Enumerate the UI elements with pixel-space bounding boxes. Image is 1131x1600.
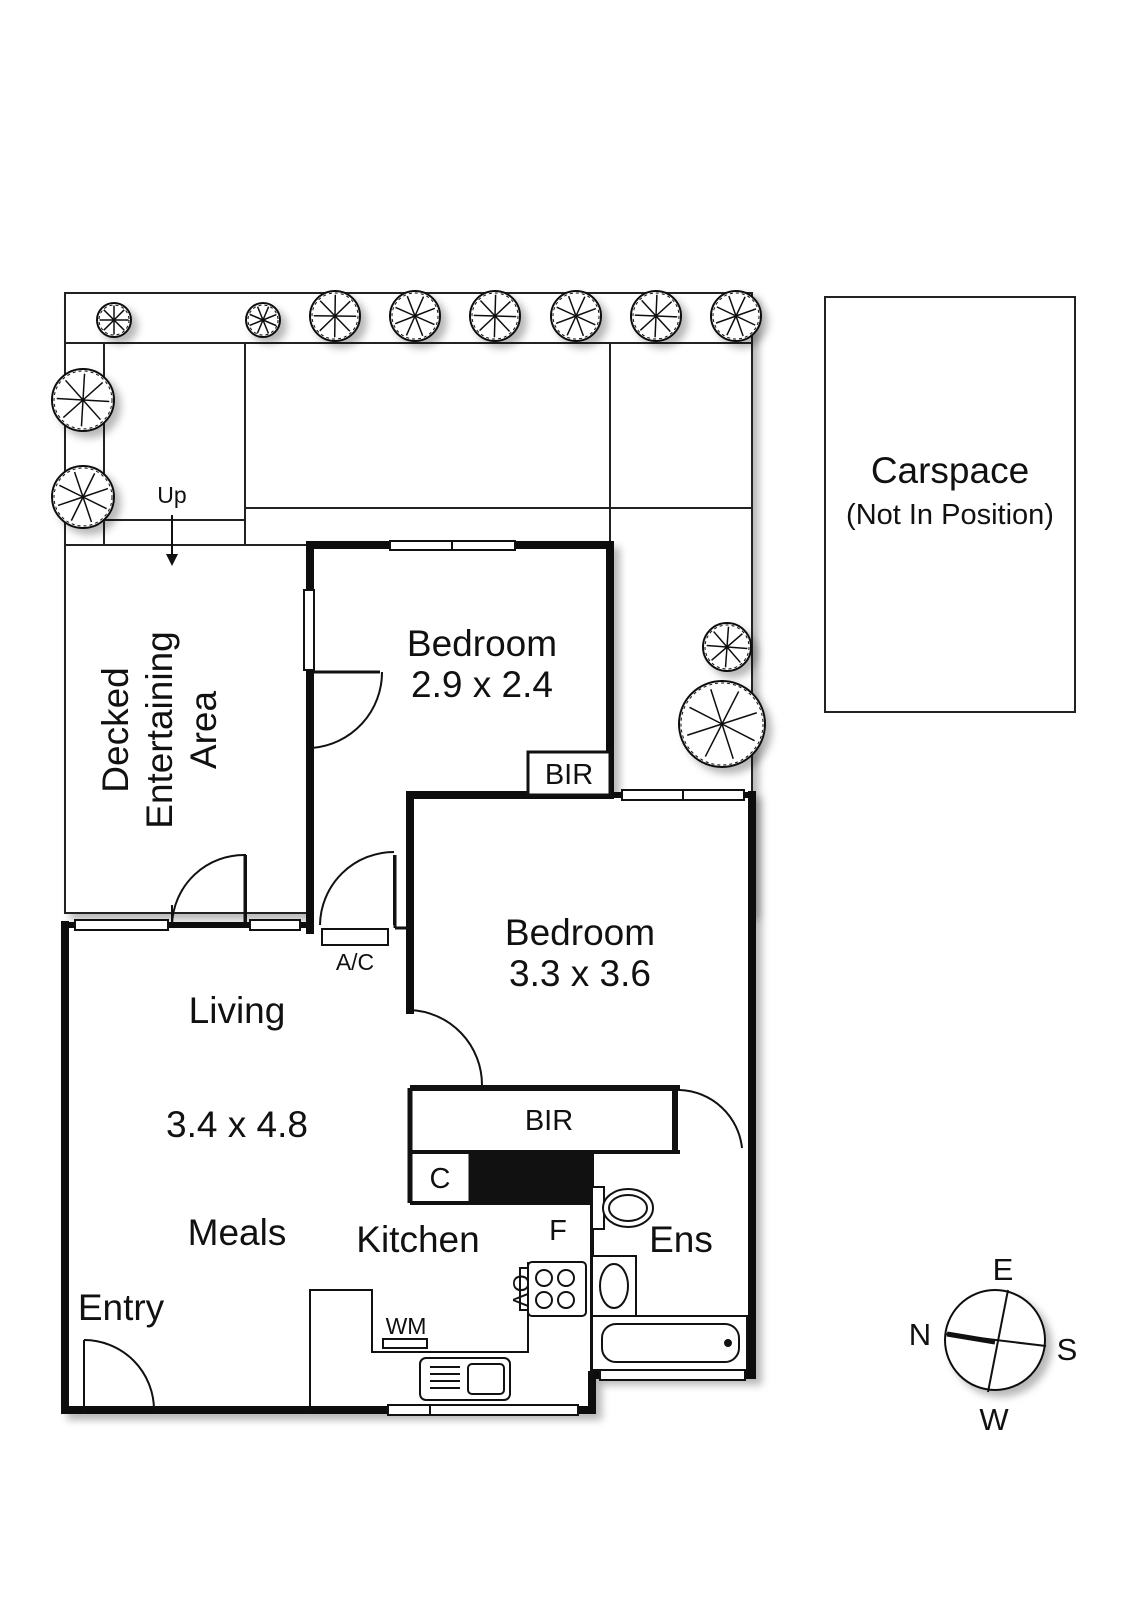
tree-icon bbox=[702, 622, 752, 672]
cupboard-label: C bbox=[430, 1163, 451, 1195]
bedroom2-size: 3.3 x 3.6 bbox=[509, 953, 651, 994]
tree-icon bbox=[630, 290, 682, 342]
bedroom1-name: Bedroom bbox=[407, 623, 557, 664]
solid-block bbox=[470, 1154, 592, 1203]
tree-icon bbox=[389, 290, 441, 342]
tree-icon bbox=[51, 465, 115, 529]
doors bbox=[83, 671, 743, 1411]
trees bbox=[51, 290, 766, 768]
wm-label: WM bbox=[386, 1313, 427, 1339]
compass: E N S W bbox=[909, 1252, 1078, 1437]
compass-west: W bbox=[979, 1402, 1009, 1437]
compass-south: S bbox=[1057, 1332, 1078, 1367]
decked-label-line2: Entertaining bbox=[139, 631, 180, 828]
meals-label: Meals bbox=[188, 1212, 287, 1253]
kitchen-fixtures bbox=[382, 1261, 587, 1401]
carspace bbox=[824, 296, 1076, 713]
fridge-label: F bbox=[549, 1215, 567, 1247]
up-arrow bbox=[166, 515, 178, 566]
room-labels: Up Decked Entertaining Area Bedroom 2.9 … bbox=[78, 450, 1054, 1339]
ac-unit bbox=[321, 928, 389, 946]
bedroom2-name: Bedroom bbox=[505, 912, 655, 953]
windows bbox=[74, 540, 746, 1416]
living-label: Living bbox=[189, 990, 286, 1031]
carspace-note: (Not In Position) bbox=[846, 499, 1054, 531]
compass-north: N bbox=[909, 1317, 931, 1352]
kitchen-label: Kitchen bbox=[356, 1219, 479, 1260]
bir1-box bbox=[526, 750, 612, 797]
bedroom1-size: 2.9 x 2.4 bbox=[411, 664, 553, 705]
carspace-label: Carspace bbox=[871, 450, 1029, 491]
ensuite-fixtures bbox=[591, 1186, 748, 1371]
tree-icon bbox=[469, 290, 521, 342]
bir1-label: BIR bbox=[545, 759, 593, 791]
tree-icon bbox=[309, 290, 361, 342]
bir2-label: BIR bbox=[525, 1105, 573, 1137]
compass-east: E bbox=[993, 1252, 1014, 1287]
tree-icon bbox=[245, 302, 281, 338]
tree-icon bbox=[678, 680, 766, 768]
tree-icon bbox=[710, 290, 762, 342]
living-size: 3.4 x 4.8 bbox=[166, 1104, 308, 1145]
tree-icon bbox=[96, 302, 132, 338]
ensuite-label: Ens bbox=[649, 1219, 713, 1260]
entry-label: Entry bbox=[78, 1287, 165, 1328]
tree-icon bbox=[51, 368, 115, 432]
decked-label-line1: Decked bbox=[95, 667, 136, 792]
tree-icon bbox=[550, 290, 602, 342]
decked-label-line3: Area bbox=[183, 691, 224, 770]
ac-label: A/C bbox=[336, 949, 374, 975]
up-label: Up bbox=[157, 482, 186, 508]
oven-label: OV bbox=[508, 1274, 534, 1308]
